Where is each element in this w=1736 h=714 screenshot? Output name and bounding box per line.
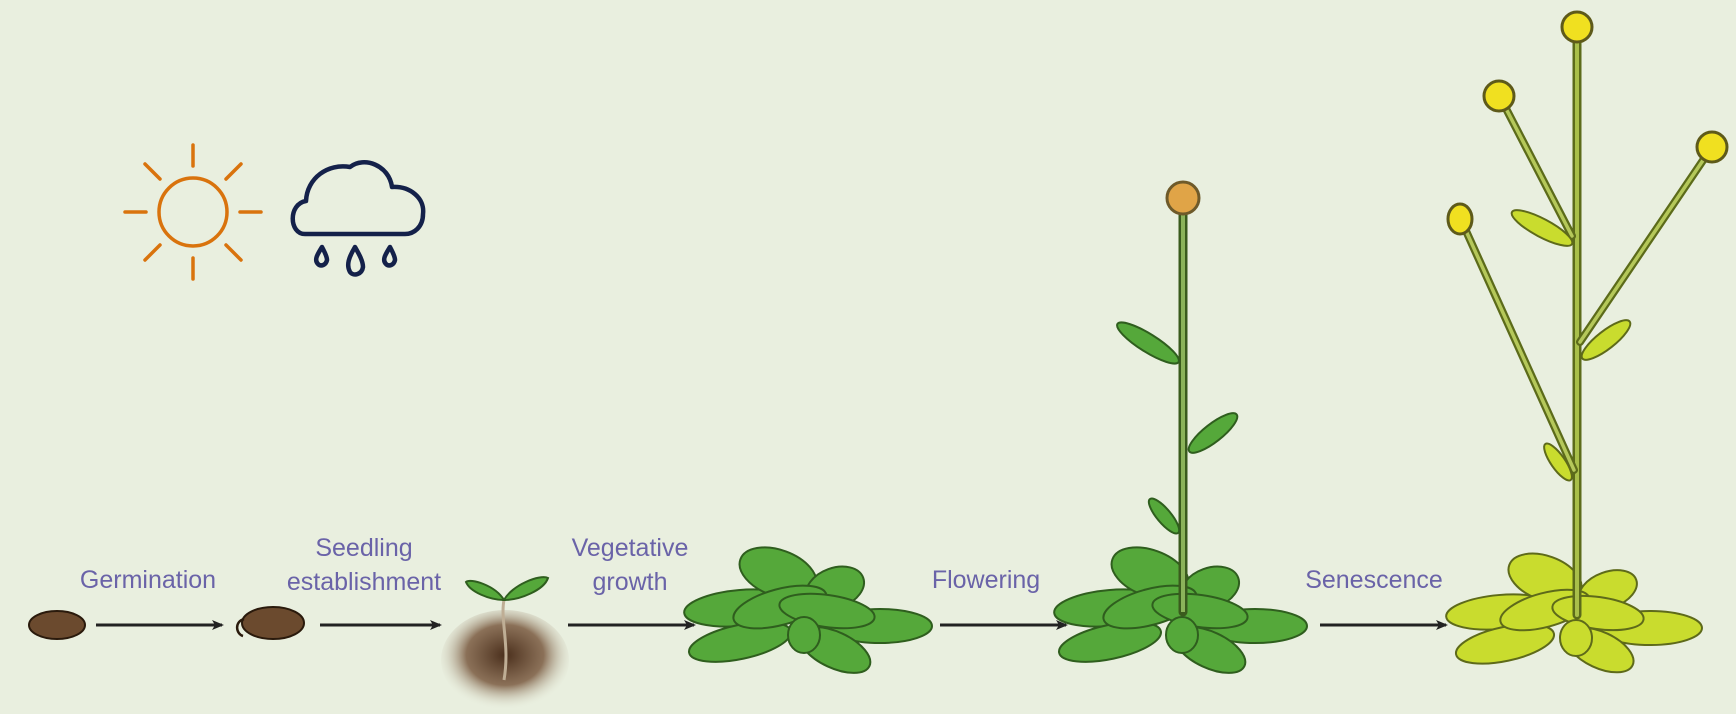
label-flowering: Flowering [932, 566, 1040, 594]
flower-left [1484, 81, 1514, 111]
flowering-plant [1053, 182, 1307, 682]
label-vegetative-line1: Vegetative [572, 534, 689, 562]
flower-lower-left [1448, 204, 1472, 234]
senescent-plant [1445, 12, 1727, 682]
label-vegetative-line2: growth [592, 568, 667, 596]
rain-cloud-icon [293, 162, 423, 274]
flower-right [1697, 132, 1727, 162]
label-seedling-line1: Seedling [315, 534, 412, 562]
germinating-seed [237, 607, 304, 639]
seed [29, 611, 85, 639]
flower-top [1562, 12, 1592, 42]
label-germination: Germination [80, 566, 216, 594]
sun-icon [125, 145, 261, 279]
label-senescence: Senescence [1305, 566, 1443, 594]
label-seedling-line2: establishment [287, 568, 441, 596]
flower-bud [1167, 182, 1199, 214]
vegetative-rosette [683, 538, 932, 683]
seedling [441, 577, 569, 710]
